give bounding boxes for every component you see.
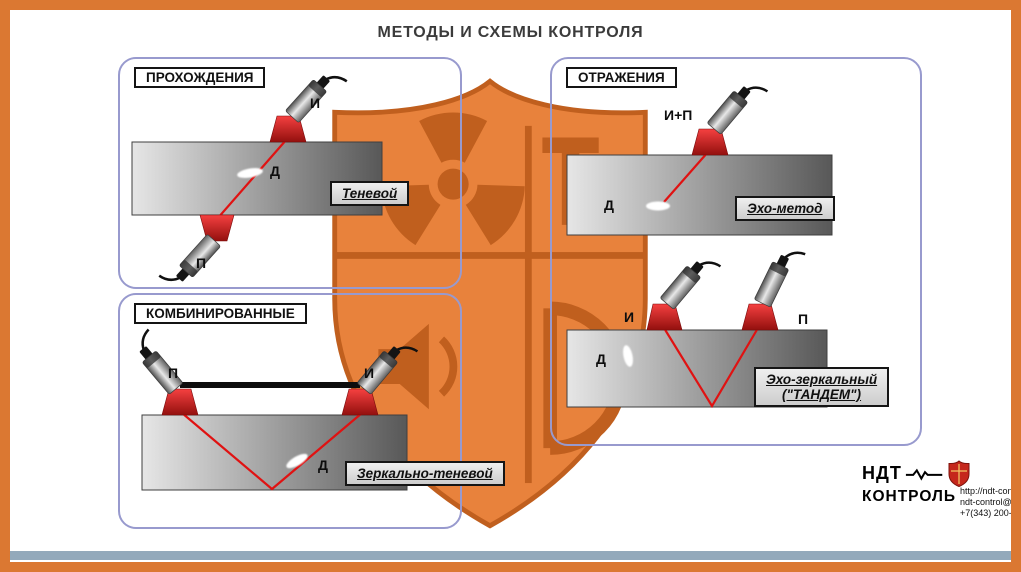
emitter-label: И — [364, 365, 375, 381]
defect-label: Д — [596, 351, 606, 367]
receiver-label: П — [798, 311, 809, 327]
receiver-probe — [752, 241, 807, 313]
defect-spot — [623, 345, 633, 367]
watermark-speaker-icon — [378, 323, 458, 410]
receiver-wedge — [741, 303, 779, 331]
shadow-method-diagram — [131, 62, 383, 295]
brand-email: ndt-control@mail.ru — [960, 497, 1020, 507]
bottom-table-edge — [10, 551, 1011, 560]
pulse-line-icon — [905, 468, 943, 481]
receiver-wedge — [161, 388, 199, 416]
brand-phone: +7(343) 200-50-22 — [960, 508, 1021, 518]
watermark-vertical-divider — [524, 125, 532, 484]
test-specimen-block — [566, 154, 833, 236]
mirror-shadow-diagram — [127, 328, 419, 491]
panel-transmission: ПРОХОЖДЕНИЯ И П Д Теневой — [118, 57, 462, 295]
page-title: МЕТОДЫ И СХЕМЫ КОНТРОЛЯ — [377, 24, 644, 41]
receiver-probe — [127, 328, 191, 396]
emitter-wedge — [646, 303, 683, 331]
defect-label: Д — [270, 163, 280, 179]
method-box-echo: Эхо-метод — [735, 196, 835, 221]
ultrasonic-beam — [663, 151, 709, 203]
receiver-probe — [157, 227, 222, 295]
receiver-wedge — [199, 214, 235, 242]
brand-block: НДТ КОНТРОЛЬ http://ndt-control.ru ndt-c… — [862, 460, 1011, 519]
panel-combined-label: КОМБИНИРОВАННЫЕ — [134, 303, 307, 324]
receiver-label: П — [196, 255, 207, 271]
emitter-probe — [658, 248, 722, 316]
probe-connecting-bar — [180, 382, 360, 388]
brand-shield-icon — [948, 460, 970, 487]
ultrasonic-beam — [216, 138, 288, 220]
panel-combined: КОМБИНИРОВАННЫЕ П И Д Зеркально-теневой — [118, 293, 505, 529]
method-box-shadow: Теневой — [330, 181, 410, 206]
combined-probe — [705, 73, 769, 141]
brand-website: http://ndt-control.ru — [960, 486, 1019, 496]
defect-spot — [646, 201, 670, 211]
defect-label: Д — [604, 197, 614, 213]
ultrasonic-beam-v — [663, 327, 759, 409]
panel-transmission-label: ПРОХОЖДЕНИЯ — [134, 67, 266, 88]
defect-spot — [286, 453, 308, 469]
watermark-horizontal-divider — [336, 252, 644, 259]
method-box-mirror-shadow: Зеркально-теневой — [345, 461, 505, 486]
receiver-label: П — [168, 365, 179, 381]
panel-reflection: ОТРАЖЕНИЯ И+П Д Эхо-метод И П Д Эхо-зерк… — [550, 57, 922, 446]
defect-label: Д — [318, 457, 328, 473]
emitter-label: И — [624, 309, 635, 325]
combined-probe-label: И+П — [664, 107, 693, 123]
panel-reflection-label: ОТРАЖЕНИЯ — [566, 67, 677, 88]
defect-spot — [237, 168, 263, 178]
brand-name-line1: НДТ — [862, 463, 902, 483]
emitter-label: И — [310, 95, 321, 111]
brand-name-line2: КОНТРОЛЬ — [862, 488, 956, 505]
method-box-tandem: Эхо-зеркальный ("ТАНДЕМ") — [754, 367, 890, 407]
ultrasonic-beam-v — [181, 412, 363, 491]
